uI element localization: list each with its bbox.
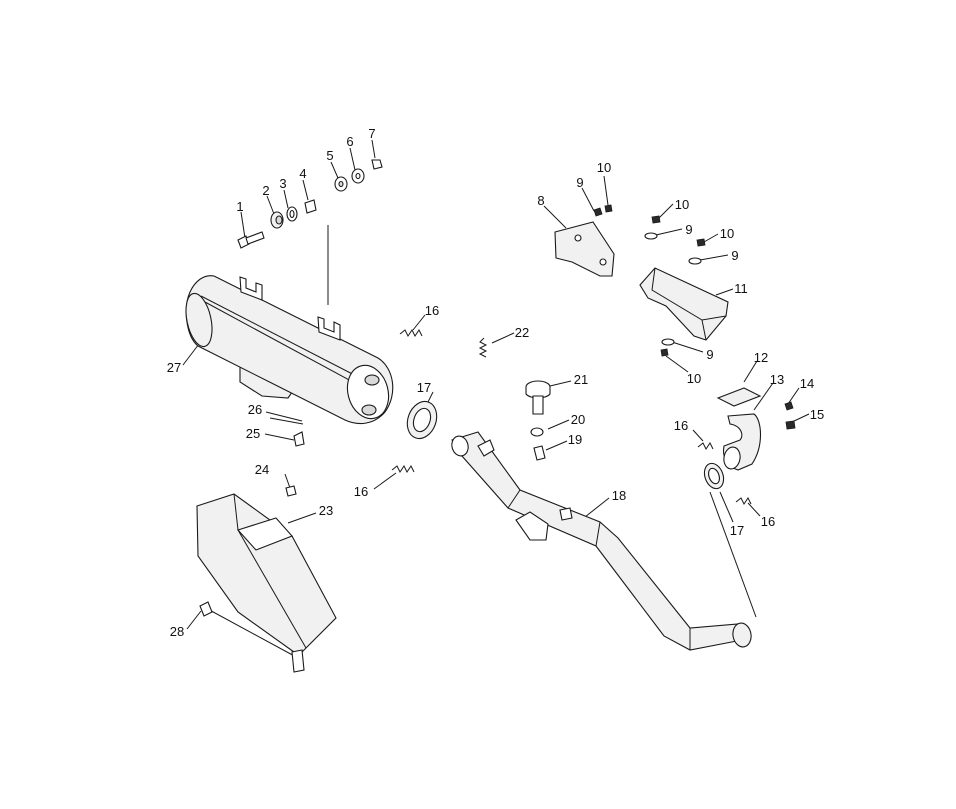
bracket-8: [554, 221, 615, 277]
callout-label: 5: [326, 148, 333, 163]
mounting-hardware: [237, 159, 383, 249]
callout-label: 20: [571, 412, 585, 427]
callout-label: 1: [236, 199, 243, 214]
callout-label: 9: [731, 248, 738, 263]
callout-label: 2: [262, 183, 269, 198]
callout-label: 17: [417, 380, 431, 395]
callout-label: 17: [730, 523, 744, 538]
callout-label: 9: [576, 175, 583, 190]
muffler: [185, 275, 394, 425]
head-pipe: [451, 431, 752, 651]
callout-label: 8: [537, 193, 544, 208]
callout-label: 24: [255, 462, 269, 477]
callout-label: 27: [167, 360, 181, 375]
callout-label: 6: [346, 134, 353, 149]
callout-label: 12: [754, 350, 768, 365]
callout-label: 14: [800, 376, 814, 391]
washers-and-nuts: [593, 204, 706, 357]
callout-label: 16: [761, 514, 775, 529]
callout-label: 11: [734, 281, 748, 296]
callout-label: 10: [687, 371, 701, 386]
callout-label: 10: [675, 197, 689, 212]
callout-label: 7: [368, 126, 375, 141]
callout-label: 18: [612, 488, 626, 503]
exhaust-elbow: [716, 387, 796, 471]
callout-label: 13: [770, 372, 784, 387]
callout-label: 9: [706, 347, 713, 362]
callout-label: 16: [354, 484, 368, 499]
small-fasteners-25-26: [269, 417, 305, 447]
callout-labels: 1 2 3 4 5 6 7 8 9 10 10 9 10 9 11 9 10 1…: [167, 126, 824, 639]
springs: [391, 329, 752, 505]
callout-label: 22: [515, 325, 529, 340]
callout-label: 15: [810, 407, 824, 422]
callout-label: 9: [685, 222, 692, 237]
gaskets: [406, 400, 725, 490]
callout-label: 10: [597, 160, 611, 175]
fasteners-19-21: [525, 380, 551, 461]
callout-label: 10: [720, 226, 734, 241]
bracket-11: [639, 267, 729, 341]
callout-label: 26: [248, 402, 262, 417]
callout-label: 16: [425, 303, 439, 318]
callout-label: 28: [170, 624, 184, 639]
callout-label: 23: [319, 503, 333, 518]
callout-label: 19: [568, 432, 582, 447]
leader-lines: [182, 139, 810, 659]
callout-label: 21: [574, 372, 588, 387]
callout-label: 16: [674, 418, 688, 433]
callout-label: 4: [299, 166, 306, 181]
callout-label: 3: [279, 176, 286, 191]
heat-shield: [196, 485, 337, 673]
callout-label: 25: [246, 426, 260, 441]
